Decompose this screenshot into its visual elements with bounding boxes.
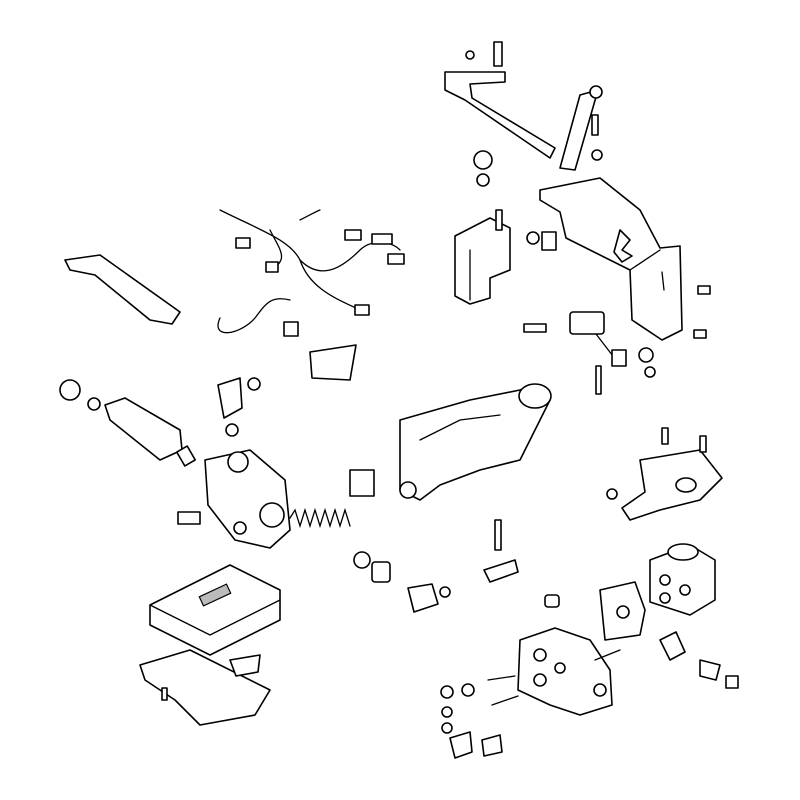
- wiring-harness: [217, 209, 405, 381]
- steering-bracket-arm: [444, 41, 603, 171]
- valve-body: [204, 377, 291, 549]
- mounting-bracket-plate: [539, 177, 711, 341]
- spool-assembly: [59, 379, 196, 467]
- hydraulic-valve-block: [487, 594, 621, 716]
- spring-and-fittings: [177, 507, 451, 613]
- bolt-and-clip: [483, 519, 519, 583]
- ecu-module: [139, 564, 281, 726]
- tie-rod-bracket: [64, 254, 181, 325]
- hydraulic-fittings: [440, 631, 739, 759]
- sensor-assembly: [523, 311, 656, 395]
- valve-mount-bracket: [606, 427, 723, 521]
- steering-control-unit: [599, 543, 716, 641]
- steering-column: [349, 383, 552, 501]
- cover-bracket: [454, 150, 557, 305]
